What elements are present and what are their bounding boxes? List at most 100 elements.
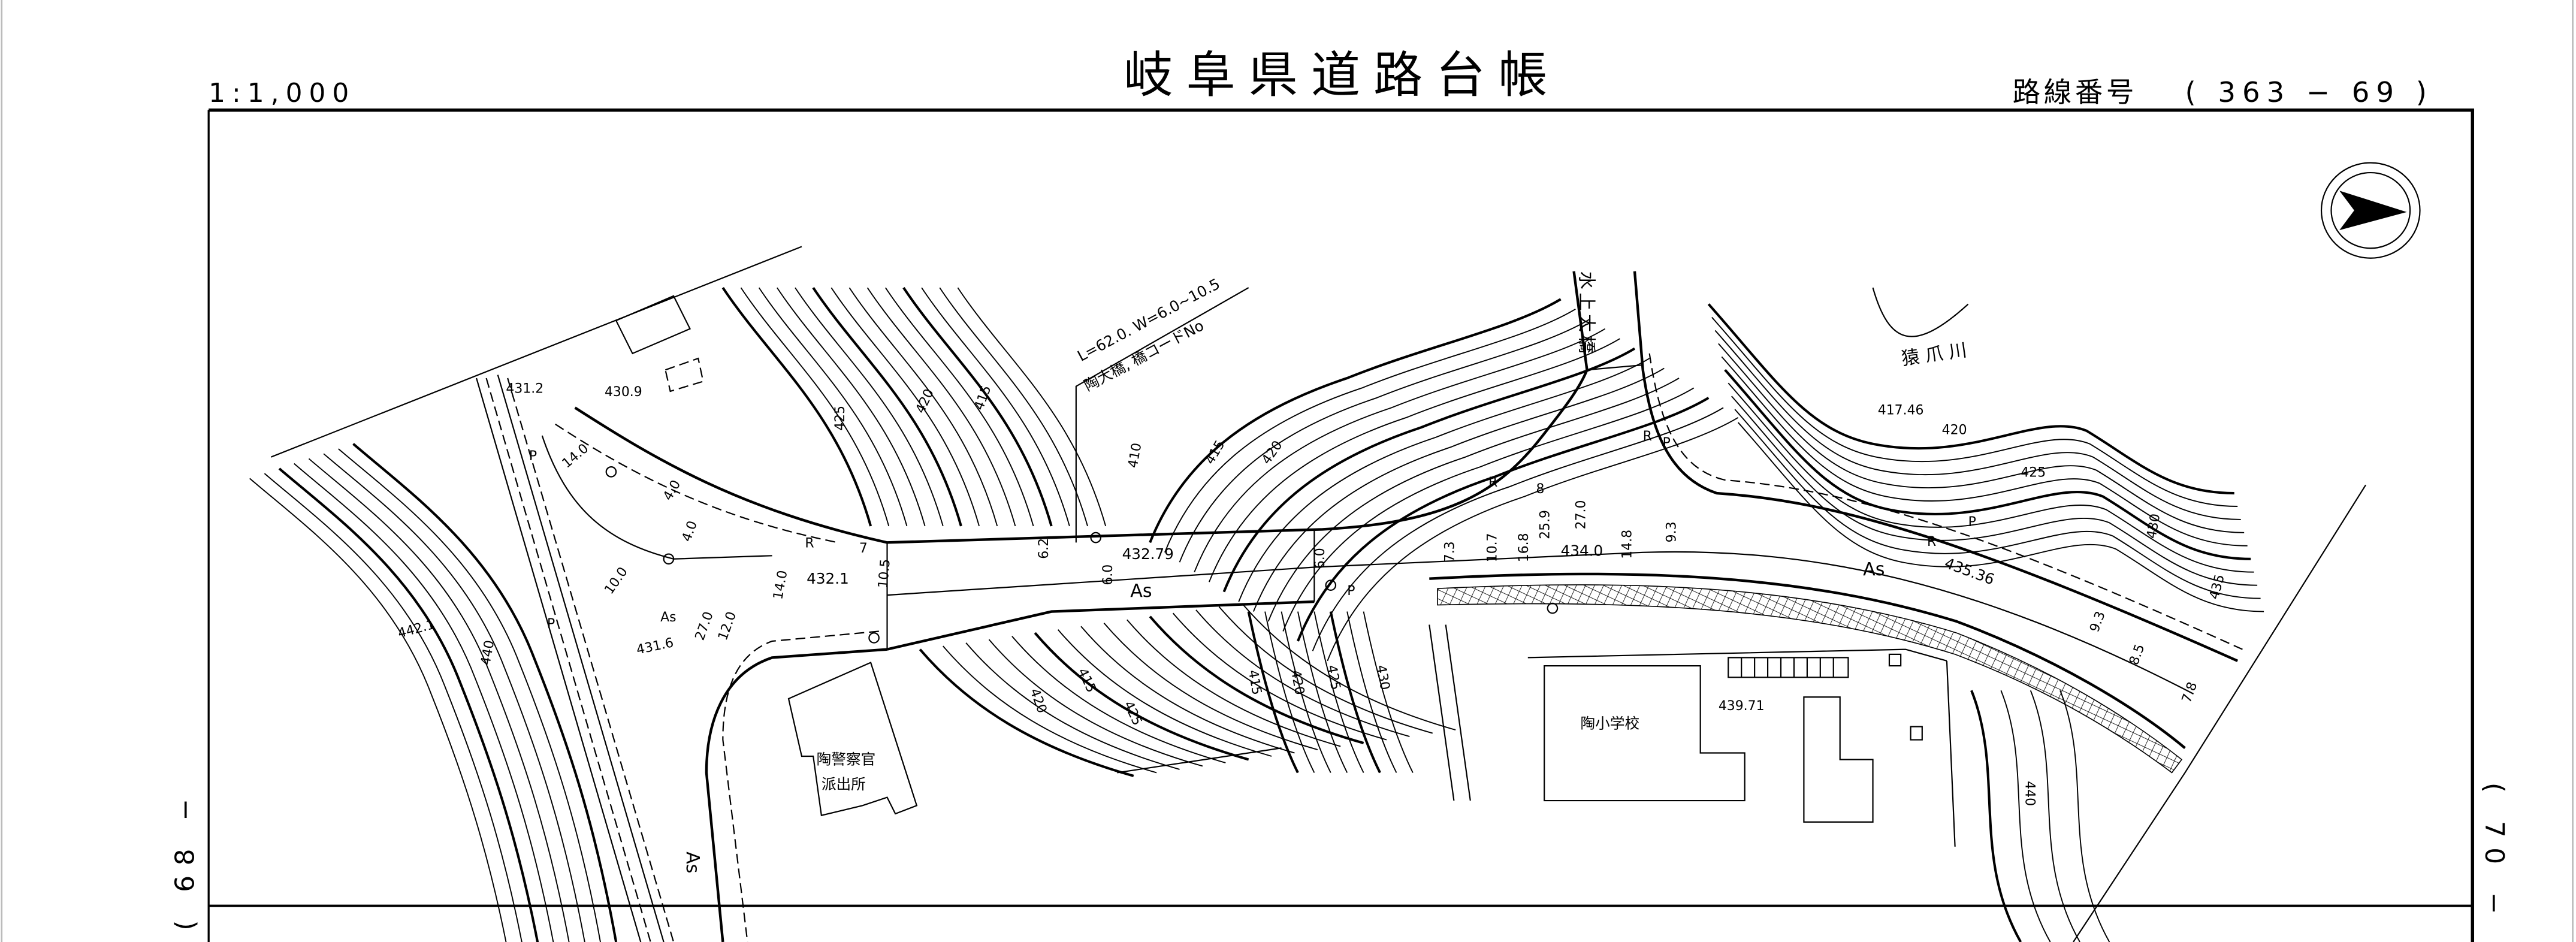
elevation-label: 430.9 [605, 385, 642, 400]
width-label: 14.0 [771, 569, 790, 600]
contour-line [921, 287, 1070, 527]
north-arrow-icon [2320, 162, 2421, 259]
river-label: 猿 爪 川 [1900, 340, 1968, 370]
road-map: L=62.0. W=6.0~10.5 陶大橋, 橋コードNo 水上大橋 猿 爪 … [249, 246, 2366, 942]
width-label: 27.0 [693, 610, 717, 642]
contour-line [1247, 611, 1299, 774]
contour-line [1253, 367, 1665, 612]
contour-line [1329, 611, 1381, 774]
contour-line [777, 287, 926, 527]
contour-label: 415 [1074, 666, 1098, 695]
contour-label: 430 [2144, 512, 2163, 540]
contour-line [294, 463, 554, 942]
surface-label: As [682, 852, 703, 873]
adjacent-sheet-left: ( 68 − [170, 789, 201, 930]
elevation-label: 417.46 [1878, 403, 1924, 418]
elevation-label: 432.79 [1122, 545, 1174, 563]
contour-line [1194, 328, 1606, 573]
map-frame [207, 108, 2475, 942]
map-labels: L=62.0. W=6.0~10.5 陶大橋, 橋コードNo 水上大橋 猿 爪 … [396, 271, 2228, 874]
contour-line [2030, 690, 2080, 942]
width-label: 6.0 [1313, 548, 1328, 569]
map-boundary [270, 246, 2366, 942]
contour-line [1172, 612, 1387, 741]
contour-line [721, 286, 872, 527]
curb-marker: R [805, 536, 814, 551]
contour-line [1264, 611, 1315, 773]
property-line [1946, 660, 1956, 847]
contour-line [740, 287, 890, 527]
sheet-title: 岐阜県道路台帳 [1124, 47, 1560, 104]
width-label: 7.3 [1442, 541, 1457, 562]
route-number: ( 363 − 69 ) [2185, 76, 2433, 108]
contour-label: 420 [1026, 687, 1049, 715]
contour-line [1164, 308, 1576, 553]
contour-line [2000, 690, 2051, 942]
width-label: 10.0 [602, 564, 630, 597]
river-bank [1872, 287, 1969, 337]
school-building [1527, 648, 1947, 823]
contour-line [1297, 611, 1348, 773]
contour-label: 415 [972, 384, 995, 412]
contour-line [1149, 298, 1562, 544]
contour-line [1011, 636, 1226, 763]
retaining-wall [1429, 624, 1471, 801]
bridge2-label: 水上大橋 [1576, 271, 1597, 357]
elevation-label: 439.71 [1719, 699, 1765, 714]
width-label: 6.2 [1037, 538, 1052, 559]
width-label: 7 [859, 541, 868, 556]
police-box-label-1: 陶警察官 [817, 751, 876, 768]
contour-label: 425 [833, 406, 848, 431]
curb-marker: R [1643, 429, 1652, 444]
contour-line [957, 287, 1107, 527]
width-label: 9.3 [2087, 609, 2108, 634]
contour-line [1718, 343, 2245, 533]
contour-line [1724, 369, 2251, 560]
contour-line [965, 642, 1180, 770]
fence-marker: P [1347, 584, 1355, 599]
contour-line [902, 286, 1053, 527]
width-label: 7.8 [2179, 680, 2200, 705]
contour-line [943, 645, 1157, 774]
width-label: 25.9 [1538, 510, 1553, 539]
contour-line [1313, 611, 1364, 773]
contour-line [1714, 330, 2241, 520]
fence-marker: P [1968, 515, 1976, 530]
adjacent-sheet-right: ( 70 − [2479, 783, 2509, 924]
contour-line [1218, 606, 1433, 734]
contour-line [1080, 626, 1295, 754]
contour-line [1209, 338, 1620, 582]
contour-label: 420 [913, 387, 937, 416]
width-label: 10.5 [876, 558, 893, 589]
surface-label: As [660, 610, 676, 625]
contour-line [1346, 611, 1397, 773]
utility-pole-icon [663, 553, 675, 565]
contour-line [1149, 615, 1364, 745]
left-roads [476, 295, 887, 942]
contour-line [338, 448, 601, 942]
surface-label: As [1130, 581, 1152, 602]
contour-label: 425 [1324, 664, 1343, 692]
elevation-label: 432.1 [807, 570, 849, 587]
width-label: 4.0 [680, 519, 700, 544]
fence-marker: P [547, 617, 555, 632]
width-label: 14.8 [1620, 530, 1635, 559]
fence-marker: P [529, 449, 537, 464]
contour-line [1195, 609, 1410, 737]
contour-label: 420 [1942, 422, 1967, 437]
width-label: 10.7 [1485, 533, 1500, 562]
contour-line [1734, 409, 2261, 599]
utility-pole-icon [1090, 532, 1102, 544]
police-box-building [787, 662, 918, 817]
width-label: 4.0 [660, 478, 684, 503]
contour-label: 440 [2022, 781, 2037, 806]
contour-line [1707, 303, 2234, 495]
contour-line [278, 467, 539, 942]
contour-line [1327, 417, 1739, 662]
contour-line [1721, 356, 2248, 547]
contour-line [1970, 690, 2022, 942]
width-label: 27.0 [1574, 500, 1589, 530]
curb-marker: R [1488, 475, 1497, 490]
surface-label: As [1863, 559, 1885, 580]
contour-line [249, 478, 507, 942]
